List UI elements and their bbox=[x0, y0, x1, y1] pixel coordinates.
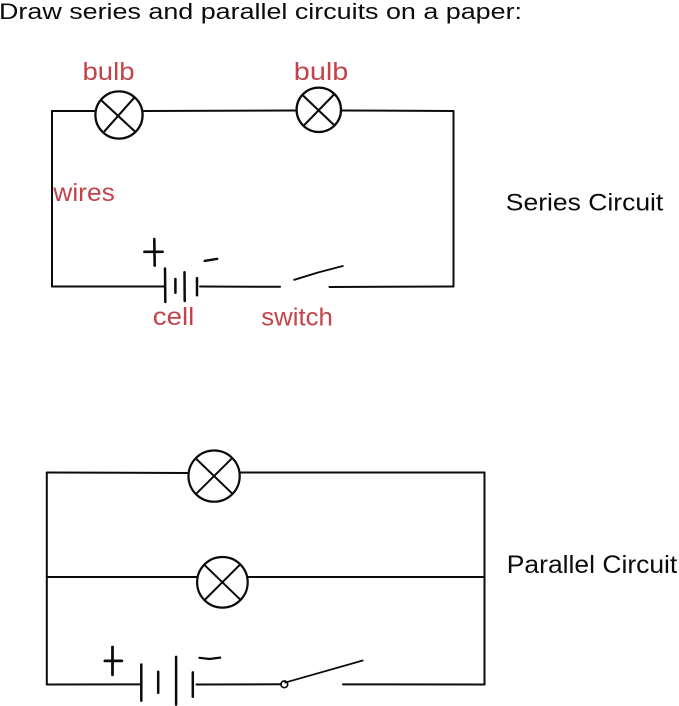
svg-text:wires: wires bbox=[52, 179, 115, 207]
svg-text:bulb: bulb bbox=[294, 58, 349, 86]
svg-text:cell: cell bbox=[153, 303, 195, 331]
svg-text:Draw series and parallel circu: Draw series and parallel circuits on a p… bbox=[0, 0, 522, 24]
svg-text:Parallel Circuit: Parallel Circuit bbox=[507, 551, 678, 579]
svg-text:bulb: bulb bbox=[83, 58, 135, 86]
svg-text:switch: switch bbox=[261, 303, 333, 331]
svg-text:Series Circuit: Series Circuit bbox=[506, 190, 664, 217]
